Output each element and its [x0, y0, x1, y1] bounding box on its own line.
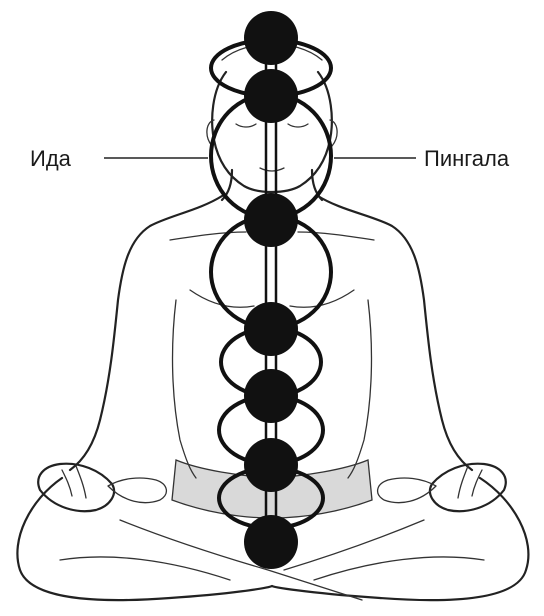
chakra-solar-plexus: [244, 369, 298, 423]
right-calf-fold: [314, 557, 484, 580]
mouth: [260, 168, 284, 171]
left-foot: [108, 478, 166, 503]
ida-label: Ида: [30, 146, 72, 171]
chakra-root: [244, 515, 298, 569]
torso-outline-right: [318, 196, 472, 470]
right-leg-front: [284, 520, 424, 570]
torso-outline: [70, 196, 222, 470]
chakra-throat: [244, 193, 298, 247]
left-calf-fold: [60, 557, 230, 580]
left-inner-arm: [173, 300, 196, 478]
pingala-label: Пингала: [424, 146, 510, 171]
chakra-third-eye: [244, 69, 298, 123]
left-leg-front: [120, 520, 362, 600]
pingala-label-group: Пингала: [334, 146, 510, 171]
left-fingers: [62, 466, 86, 498]
ida-label-group: Ида: [30, 146, 208, 171]
collar-left: [170, 232, 246, 240]
right-fingers: [458, 466, 482, 498]
collar-right: [298, 232, 374, 240]
right-inner-arm: [348, 300, 371, 478]
right-foot: [378, 478, 436, 503]
chakra-sacral: [244, 438, 298, 492]
chakra-heart: [244, 302, 298, 356]
chakra-crown: [244, 11, 298, 65]
eyes: [236, 124, 308, 127]
